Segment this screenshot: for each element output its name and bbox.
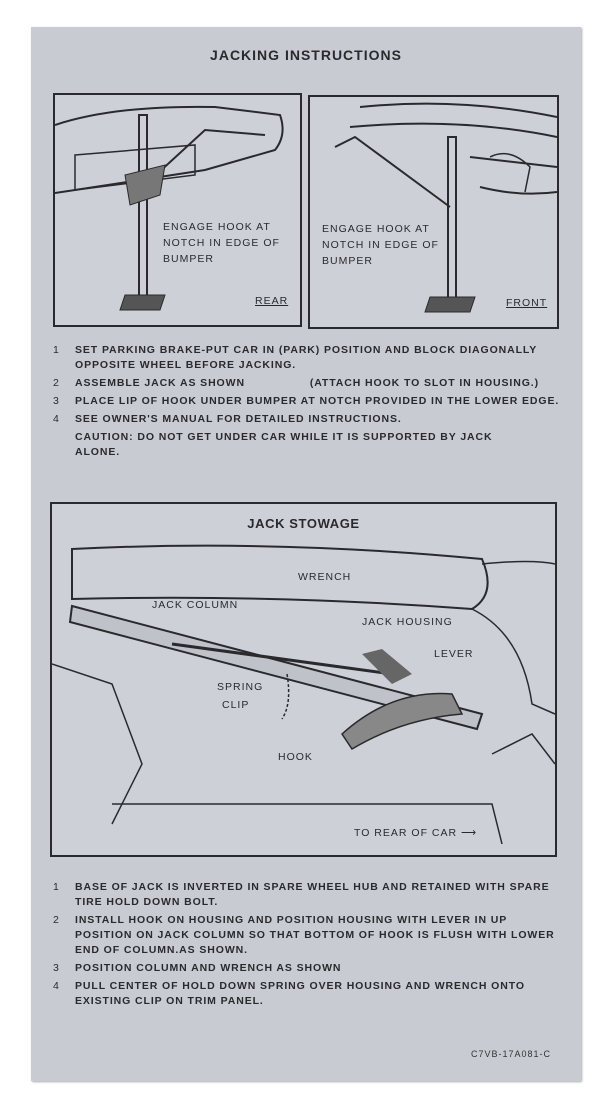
step-number <box>53 430 75 460</box>
stowage-step: 2 INSTALL HOOK ON HOUSING AND POSITION HO… <box>53 913 563 958</box>
label-jack-column: JACK COLUMN <box>152 599 239 611</box>
step-number: 3 <box>53 395 60 407</box>
step-text: SEE OWNER'S MANUAL FOR DETAILED INSTRUCT… <box>75 413 402 425</box>
step-text: ASSEMBLE JACK AS SHOWN (ATTACH HOOK TO S… <box>75 377 540 389</box>
step-text: CAUTION: DO NOT GET UNDER CAR WHILE IT I… <box>75 431 493 458</box>
rear-jack-illustration <box>55 105 284 311</box>
stowage-step: 1 BASE OF JACK IS INVERTED IN SPARE WHEEL… <box>53 880 563 910</box>
jacking-decal: JACKING INSTRUCTIONS ENGAGE HOOK AT NOTC… <box>31 27 581 1081</box>
label-lever: LEVER <box>434 648 474 660</box>
to-rear-text: TO REAR OF CAR <box>354 827 458 839</box>
step-text: INSTALL HOOK ON HOUSING AND POSITION HOU… <box>75 914 555 956</box>
step-number: 1 <box>53 344 60 356</box>
part-code: C7VB-17A081-C <box>470 1049 551 1059</box>
jack-stowage-diagram: JACK STOWAGE WRENCH JACK COLUMN JACK HOU… <box>50 502 557 857</box>
step-number: 2 <box>53 914 60 926</box>
arrow-right-icon: ⟶ <box>461 827 478 839</box>
rear-tag: REAR <box>255 295 289 307</box>
rear-caption: ENGAGE HOOK AT NOTCH IN EDGE OF BUMPER <box>163 221 280 265</box>
front-jacking-diagram: ENGAGE HOOK AT NOTCH IN EDGE OF BUMPER F… <box>308 95 559 329</box>
step-number: 1 <box>53 881 60 893</box>
step-number: 3 <box>53 962 60 974</box>
label-to-rear: TO REAR OF CAR ⟶ <box>354 825 477 841</box>
label-hook: HOOK <box>278 751 313 763</box>
front-jack-illustration <box>334 102 557 313</box>
stowage-steps: 1 BASE OF JACK IS INVERTED IN SPARE WHEEL… <box>53 880 563 1012</box>
jacking-step: 2 ASSEMBLE JACK AS SHOWN (ATTACH HOOK TO … <box>53 376 573 391</box>
stowage-step: 3 POSITION COLUMN AND WRENCH AS SHOWN <box>53 961 563 976</box>
step-number: 2 <box>53 377 60 389</box>
step-number: 4 <box>53 980 60 992</box>
label-jack-housing: JACK HOUSING <box>362 616 453 628</box>
stowage-title: JACK STOWAGE <box>247 516 360 531</box>
step-text: BASE OF JACK IS INVERTED IN SPARE WHEEL … <box>75 881 550 908</box>
step-number: 4 <box>53 413 60 425</box>
step-text: PULL CENTER OF HOLD DOWN SPRING OVER HOU… <box>75 980 525 1007</box>
front-tag: FRONT <box>506 297 548 309</box>
step-text: PLACE LIP OF HOOK UNDER BUMPER AT NOTCH … <box>75 395 560 407</box>
label-clip: CLIP <box>222 699 250 711</box>
caution-note: CAUTION: DO NOT GET UNDER CAR WHILE IT I… <box>53 430 573 460</box>
jacking-step: 3 PLACE LIP OF HOOK UNDER BUMPER AT NOTCH… <box>53 394 573 409</box>
front-caption: ENGAGE HOOK AT NOTCH IN EDGE OF BUMPER <box>322 223 439 267</box>
jacking-step: 4 SEE OWNER'S MANUAL FOR DETAILED INSTRUC… <box>53 412 573 427</box>
step-text: SET PARKING BRAKE-PUT CAR IN (PARK) POSI… <box>75 344 537 371</box>
jacking-steps: 1 SET PARKING BRAKE-PUT CAR IN (PARK) POS… <box>53 343 573 463</box>
page-title: JACKING INSTRUCTIONS <box>210 47 402 63</box>
label-spring: SPRING <box>217 681 264 693</box>
label-wrench: WRENCH <box>298 571 352 583</box>
step-text: POSITION COLUMN AND WRENCH AS SHOWN <box>75 962 342 974</box>
rear-jacking-diagram: ENGAGE HOOK AT NOTCH IN EDGE OF BUMPER R… <box>53 93 302 327</box>
stowage-step: 4 PULL CENTER OF HOLD DOWN SPRING OVER HO… <box>53 979 563 1009</box>
stowage-illustration <box>52 544 555 845</box>
jacking-step: 1 SET PARKING BRAKE-PUT CAR IN (PARK) POS… <box>53 343 573 373</box>
